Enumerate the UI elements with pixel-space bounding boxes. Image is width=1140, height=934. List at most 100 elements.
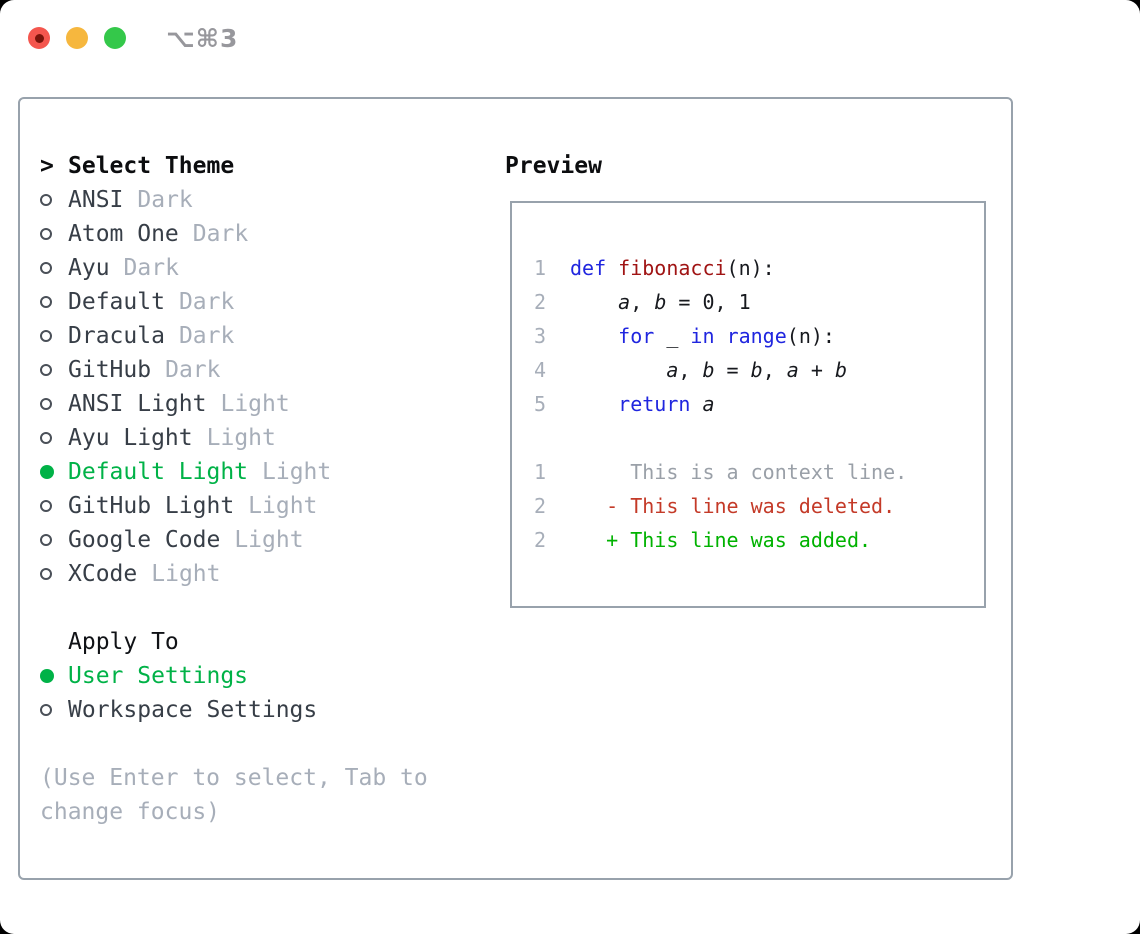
code-segment-deleted: - This line was deleted.	[570, 494, 896, 518]
code-segment-text: _	[654, 324, 691, 348]
theme-option-name: Dracula	[68, 323, 165, 349]
theme-option-name: GitHub Light	[68, 493, 235, 519]
theme-option-default-light[interactable]: Default Light Light	[40, 455, 505, 489]
radio-icon	[40, 432, 68, 444]
code-segment-text	[570, 358, 666, 382]
code-segment-variable: b	[750, 358, 763, 382]
theme-option-name: GitHub	[68, 357, 152, 383]
line-number: 3	[534, 324, 547, 348]
theme-variant-tag: Dark	[192, 221, 249, 247]
theme-variant-tag: Light	[234, 527, 304, 553]
theme-option-name: Atom One	[68, 221, 179, 247]
code-segment-keyword: in	[690, 324, 715, 348]
theme-variant-tag: Dark	[178, 323, 235, 349]
theme-option-name: Ayu	[68, 255, 110, 281]
apply-to-label: Apply To	[68, 629, 179, 655]
radio-icon	[40, 262, 68, 274]
code-segment-keyword: return	[618, 392, 691, 416]
preview-line	[534, 421, 984, 455]
apply-option-user-settings[interactable]: User Settings	[40, 659, 505, 693]
code-segment-context: This is a context line.	[570, 460, 908, 484]
titlebar: ⌥⌘3	[0, 0, 1140, 76]
apply-option-name: User Settings	[68, 663, 249, 689]
code-segment-variable: a	[702, 392, 715, 416]
preview-line: 3 for _ in range(n):	[534, 319, 984, 353]
hint-text: (Use Enter to select, Tab to change focu…	[40, 765, 428, 825]
theme-option-name: Default	[68, 289, 165, 315]
window-title: ⌥⌘3	[166, 23, 239, 53]
line-number: 4	[534, 358, 547, 382]
theme-option-dracula[interactable]: Dracula Dark	[40, 319, 505, 353]
preview-label: Preview	[505, 153, 602, 179]
code-segment-keyword: range	[726, 324, 787, 348]
theme-variant-tag: Light	[262, 459, 332, 485]
theme-option-github-light[interactable]: GitHub Light Light	[40, 489, 505, 523]
line-number: 2	[534, 528, 547, 552]
cursor-arrow-icon: >	[40, 153, 54, 179]
radio-icon	[40, 500, 68, 512]
radio-icon	[40, 704, 68, 716]
minimize-button[interactable]	[66, 27, 88, 49]
line-number: 5	[534, 392, 547, 416]
select-theme-header: > Select Theme	[40, 149, 505, 183]
theme-option-name: Ayu Light	[68, 425, 193, 451]
radio-selected-icon	[40, 669, 68, 683]
theme-option-ansi[interactable]: ANSI Dark	[40, 183, 505, 217]
radio-icon	[40, 534, 68, 546]
code-segment-variable: a	[666, 358, 679, 382]
code-segment-text: =	[714, 358, 751, 382]
theme-option-name: ANSI	[68, 187, 124, 213]
radio-icon	[40, 398, 68, 410]
theme-variant-tag: Dark	[165, 357, 221, 383]
theme-variant-tag: Light	[248, 493, 318, 519]
line-number: 1	[534, 460, 547, 484]
spacer	[40, 727, 505, 761]
code-segment-text	[570, 324, 618, 348]
code-segment-text	[570, 290, 618, 314]
code-segment-text: = 0, 1	[666, 290, 751, 314]
close-button[interactable]	[28, 27, 50, 49]
preview-line: 1 This is a context line.	[534, 455, 984, 489]
theme-variant-tag: Light	[206, 425, 276, 451]
code-segment-text	[606, 256, 618, 280]
code-segment-keyword: def	[570, 256, 607, 280]
code-segment-variable: b	[834, 358, 847, 382]
theme-variant-tag: Dark	[137, 187, 193, 213]
radio-selected-icon	[40, 465, 68, 479]
spacer	[40, 591, 505, 625]
code-segment-variable: a	[618, 290, 631, 314]
theme-option-atom-one[interactable]: Atom One Dark	[40, 217, 505, 251]
theme-option-name: XCode	[68, 561, 138, 587]
code-segment-variable: b	[702, 358, 715, 382]
theme-variant-tag: Dark	[178, 289, 235, 315]
radio-icon	[40, 228, 68, 240]
theme-option-xcode[interactable]: XCode Light	[40, 557, 505, 591]
apply-option-workspace-settings[interactable]: Workspace Settings	[40, 693, 505, 727]
close-dot-icon	[34, 33, 44, 43]
theme-option-default[interactable]: Default Dark	[40, 285, 505, 319]
code-segment-text: (n):	[726, 256, 775, 280]
theme-option-name: Default Light	[68, 459, 249, 485]
theme-option-ayu-light[interactable]: Ayu Light Light	[40, 421, 505, 455]
code-segment-variable: b	[654, 290, 667, 314]
code-segment-text: ,	[678, 358, 703, 382]
code-segment-text: ,	[762, 358, 787, 382]
radio-icon	[40, 364, 68, 376]
code-segment-function: fibonacci	[618, 256, 727, 280]
maximize-button[interactable]	[104, 27, 126, 49]
code-segment-variable: a	[786, 358, 799, 382]
code-segment-added: + This line was added.	[570, 528, 872, 552]
code-segment-text	[715, 324, 727, 348]
theme-variant-tag: Light	[151, 561, 221, 587]
theme-option-github[interactable]: GitHub Dark	[40, 353, 505, 387]
code-segment-text	[690, 392, 702, 416]
